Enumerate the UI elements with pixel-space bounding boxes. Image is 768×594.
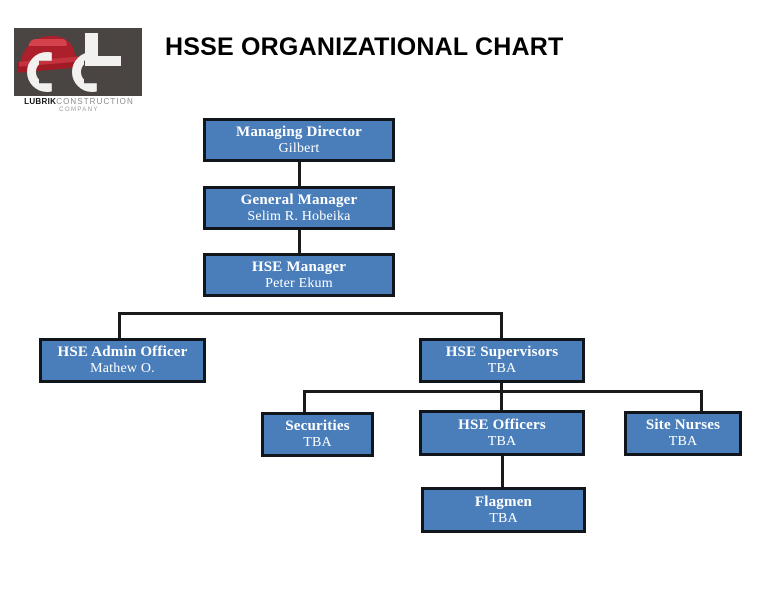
node-general-manager[interactable]: General Manager Selim R. Hobeika (203, 186, 395, 230)
node-managing-director[interactable]: Managing Director Gilbert (203, 118, 395, 162)
connector-stub-hse-supervisors (500, 382, 503, 392)
logo-wordmark: LUBRIKCONSTRUCTION COMPANY (16, 97, 142, 114)
node-role: Flagmen (474, 493, 533, 510)
logo-letter-c-first (27, 52, 52, 92)
node-role: HSE Officers (458, 416, 546, 433)
logo-mark (14, 28, 142, 96)
node-role: Managing Director (235, 123, 362, 140)
node-person: Selim R. Hobeika (247, 208, 351, 224)
node-role: HSE Manager (251, 258, 347, 275)
node-hse-supervisors[interactable]: HSE Supervisors TBA (419, 338, 585, 383)
connector-drop-hse-officers (500, 390, 503, 413)
connector-drop-site-nurses (700, 390, 703, 413)
node-site-nurses[interactable]: Site Nurses TBA (624, 411, 742, 456)
node-role: HSE Admin Officer (57, 344, 188, 361)
node-flagmen[interactable]: Flagmen TBA (421, 487, 586, 533)
connector-drop-hse-admin-officer (118, 312, 121, 339)
company-logo: LUBRIKCONSTRUCTION COMPANY (14, 28, 142, 118)
node-person: TBA (668, 434, 698, 450)
node-hse-manager[interactable]: HSE Manager Peter Ekum (203, 253, 395, 297)
logo-letter-c-second (72, 52, 97, 92)
logo-letter-l-foot (85, 56, 121, 66)
connector-hse-officers-to-flagmen (501, 456, 504, 488)
node-hse-admin-officer[interactable]: HSE Admin Officer Mathew O. (39, 338, 206, 383)
node-role: Site Nurses (645, 417, 721, 434)
node-person: TBA (487, 433, 517, 449)
node-person: Gilbert (278, 140, 320, 156)
connector-md-to-gm (298, 161, 301, 188)
node-person: TBA (489, 510, 518, 526)
logo-brand-descriptor: CONSTRUCTION (56, 97, 134, 106)
node-person: Mathew O. (90, 361, 155, 377)
node-securities[interactable]: Securities TBA (261, 412, 374, 457)
logo-brand-name: LUBRIK (24, 97, 57, 106)
connector-bus-hse-manager (118, 312, 503, 315)
connector-bus-hse-supervisors (303, 390, 703, 393)
node-role: HSE Supervisors (445, 344, 559, 361)
logo-brand-subline: COMPANY (59, 107, 99, 114)
node-hse-officers[interactable]: HSE Officers TBA (419, 410, 585, 456)
page-title: HSSE ORGANIZATIONAL CHART (165, 33, 564, 61)
node-person: TBA (303, 435, 332, 451)
connector-gm-to-hse-manager (298, 228, 301, 255)
node-role: Securities (285, 418, 350, 435)
node-role: General Manager (240, 191, 358, 208)
node-person: Peter Ekum (265, 275, 333, 291)
node-person: TBA (487, 361, 517, 377)
connector-drop-hse-supervisors (500, 312, 503, 339)
connector-drop-securities (303, 390, 306, 413)
